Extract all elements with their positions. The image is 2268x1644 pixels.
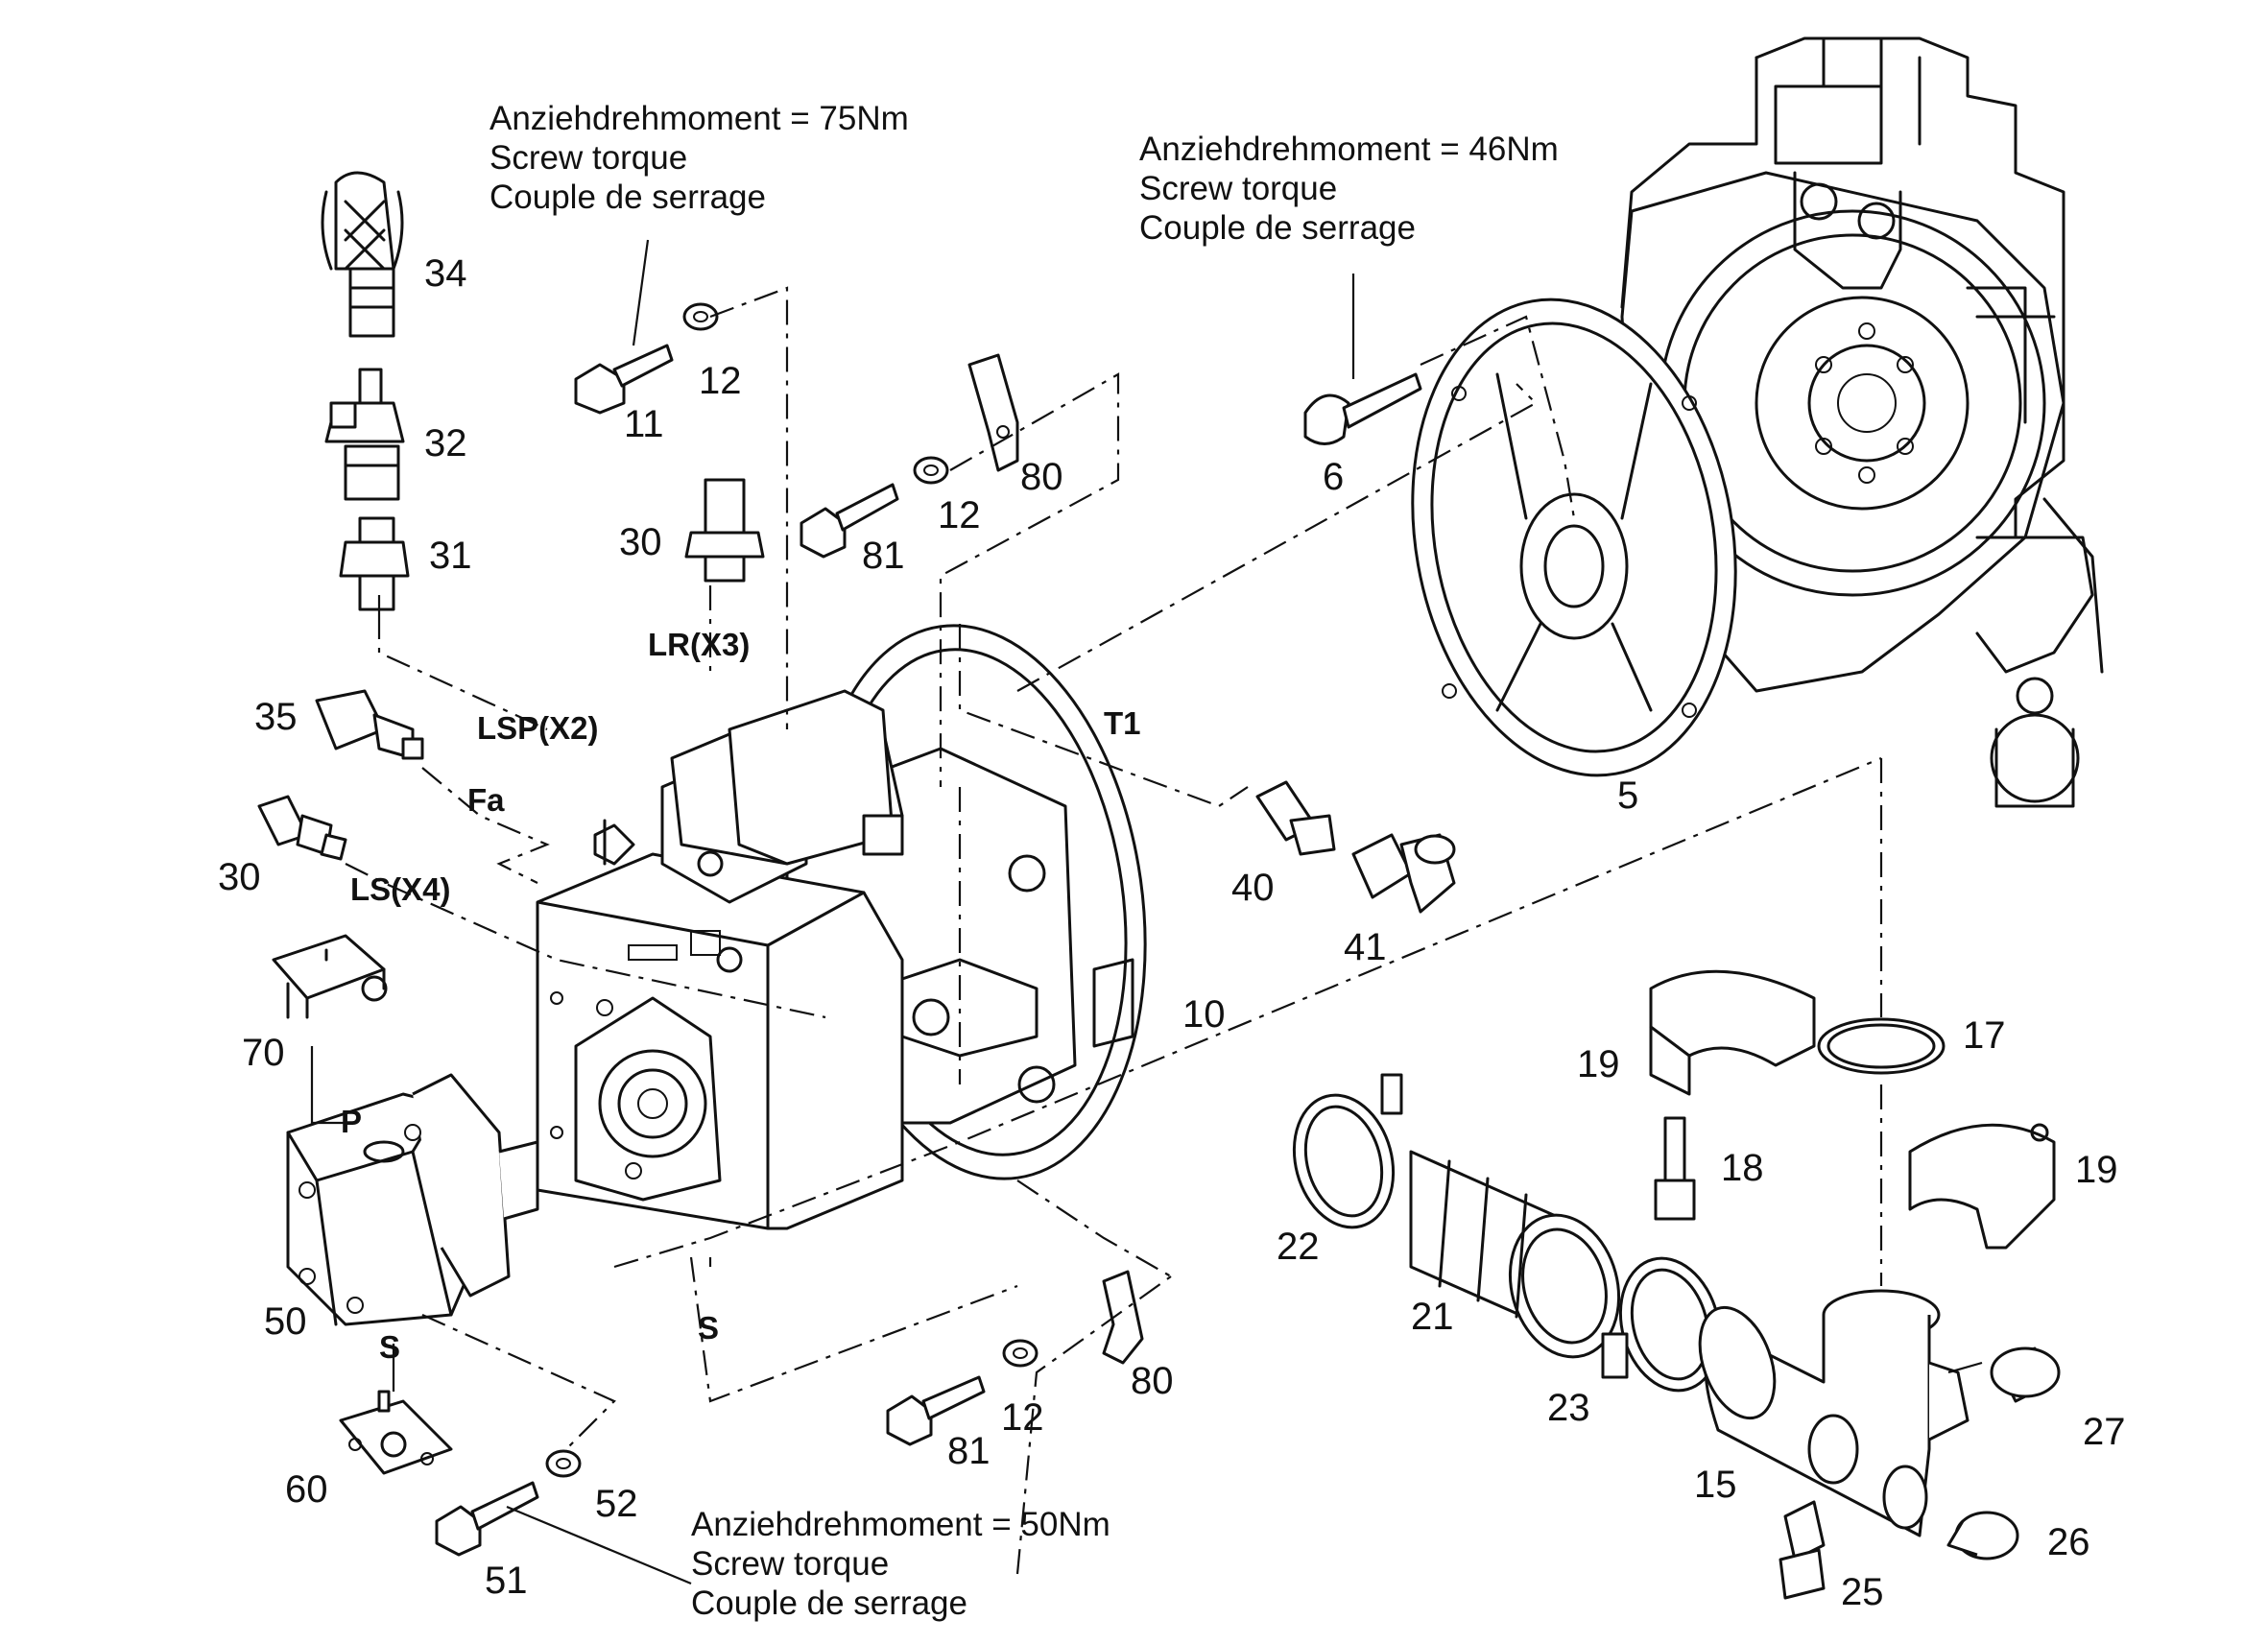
fitting-40 [1255, 780, 1336, 856]
part-number-23: 23 [1547, 1387, 1590, 1429]
fitting-31 [339, 516, 410, 611]
leader-lines [310, 239, 1983, 1585]
part-number-19-bottom: 19 [2075, 1149, 2118, 1191]
port-label-ls-x4: LS(X4) [350, 871, 451, 907]
part-number-81-bottom: 81 [947, 1430, 991, 1472]
part-number-32: 32 [424, 422, 467, 465]
part-number-25: 25 [1841, 1571, 1884, 1613]
torque-note-75-line2: Screw torque [489, 139, 687, 177]
fitting-30-left [257, 795, 347, 861]
part-number-70: 70 [242, 1032, 285, 1074]
torque-note-50-line3: Couple de serrage [691, 1584, 967, 1622]
elbow-41 [1351, 833, 1456, 914]
coupling-flange-5 [1411, 298, 1737, 777]
part-number-31: 31 [429, 535, 472, 577]
part-number-26: 26 [2047, 1521, 2090, 1563]
bracket-80-bottom [1102, 1270, 1144, 1365]
port-label-s-main-pump: S [698, 1310, 719, 1346]
port-labels: LR(X3) LSP(X2) Fa LS(X4) T1 P S S [341, 627, 1141, 1365]
bracket-80-top [967, 353, 1019, 472]
torque-note-75-line3: Couple de serrage [489, 179, 766, 216]
torque-note-50-line2: Screw torque [691, 1545, 889, 1583]
torque-note-46-line3: Couple de serrage [1139, 209, 1416, 247]
port-label-lr-x3: LR(X3) [648, 627, 750, 662]
part-number-17: 17 [1963, 1014, 2006, 1057]
part-number-10: 10 [1182, 993, 1226, 1036]
screw-11 [574, 344, 674, 415]
screw-18 [1654, 1116, 1696, 1221]
part-number-12-bottom: 12 [1001, 1396, 1044, 1439]
hose-clamp-23 [1601, 1256, 1722, 1393]
fitting-30-top [684, 478, 765, 583]
half-flange-19-bottom [1908, 1123, 2056, 1250]
suction-hose-21 [1409, 1150, 1621, 1359]
torque-note-46-line2: Screw torque [1139, 170, 1337, 207]
port-label-p: P [341, 1104, 362, 1139]
part-number-27: 27 [2083, 1411, 2126, 1453]
part-number-34: 34 [424, 252, 467, 295]
port-plate-70 [272, 934, 388, 1019]
port-plate-60 [339, 1390, 453, 1475]
torque-note-46-line1: Anziehdrehmoment = 46Nm [1139, 131, 1559, 168]
o-ring-17 [1817, 1017, 1946, 1075]
fitting-25 [1779, 1500, 1826, 1600]
assembly-lines [345, 286, 1883, 1575]
washer-52 [545, 1449, 582, 1478]
washer-12-mid [913, 456, 949, 485]
part-number-6: 6 [1323, 456, 1344, 498]
part-number-19-top: 19 [1577, 1043, 1620, 1085]
part-number-60: 60 [285, 1468, 328, 1511]
port-label-s-gear-pump: S [379, 1329, 400, 1365]
part-number-41: 41 [1344, 926, 1387, 968]
half-flange-19-top [1649, 969, 1816, 1096]
part-number-50: 50 [264, 1300, 307, 1343]
torque-note-50-line1: Anziehdrehmoment = 50Nm [691, 1506, 1110, 1543]
port-label-lsp-x2: LSP(X2) [477, 710, 599, 746]
part-number-12-mid: 12 [938, 494, 981, 536]
torque-note-75-line1: Anziehdrehmoment = 75Nm [489, 100, 909, 137]
screw-51 [435, 1481, 539, 1557]
part-number-40: 40 [1231, 867, 1275, 909]
plug-26 [1946, 1511, 2019, 1561]
washer-12-bottom [1002, 1339, 1039, 1368]
screw-81-bottom [886, 1375, 986, 1446]
plug-27 [1990, 1346, 2061, 1403]
main-pump-10 [536, 624, 1147, 1230]
part-number-51: 51 [485, 1560, 528, 1602]
screw-81-top [800, 483, 899, 559]
torque-note-46: Anziehdrehmoment = 46Nm Screw torque Cou… [1139, 131, 1559, 247]
part-number-21: 21 [1411, 1296, 1454, 1338]
port-label-fa: Fa [467, 782, 505, 818]
part-number-35: 35 [254, 696, 298, 738]
part-numbers: 34 32 31 35 30 30 11 12 80 12 81 6 5 10 … [218, 252, 2126, 1613]
part-number-11: 11 [624, 403, 664, 445]
tee-fitting-32 [324, 368, 405, 501]
part-number-5: 5 [1617, 774, 1638, 817]
part-number-81-top: 81 [862, 535, 905, 577]
part-number-18: 18 [1721, 1147, 1764, 1189]
part-number-80-bottom: 80 [1131, 1360, 1174, 1402]
part-number-15: 15 [1694, 1464, 1737, 1506]
suction-elbow-15 [1698, 1289, 1970, 1537]
torque-note-75: Anziehdrehmoment = 75Nm Screw torque Cou… [489, 100, 909, 216]
hose-clamp-22 [1292, 1073, 1403, 1229]
part-number-22: 22 [1277, 1226, 1320, 1268]
part-number-52: 52 [595, 1483, 638, 1525]
part-number-30-top: 30 [619, 521, 662, 563]
part-number-80-top: 80 [1020, 456, 1063, 498]
test-coupling-34 [321, 171, 404, 338]
gear-pump-50 [286, 1073, 539, 1326]
port-label-t1: T1 [1104, 705, 1141, 741]
part-number-30-left: 30 [218, 856, 261, 898]
fitting-35 [315, 689, 424, 760]
screw-6 [1303, 372, 1422, 445]
washer-12-top [682, 302, 719, 331]
torque-note-50: Anziehdrehmoment = 50Nm Screw torque Cou… [691, 1506, 1110, 1622]
part-number-12-top: 12 [699, 360, 742, 402]
